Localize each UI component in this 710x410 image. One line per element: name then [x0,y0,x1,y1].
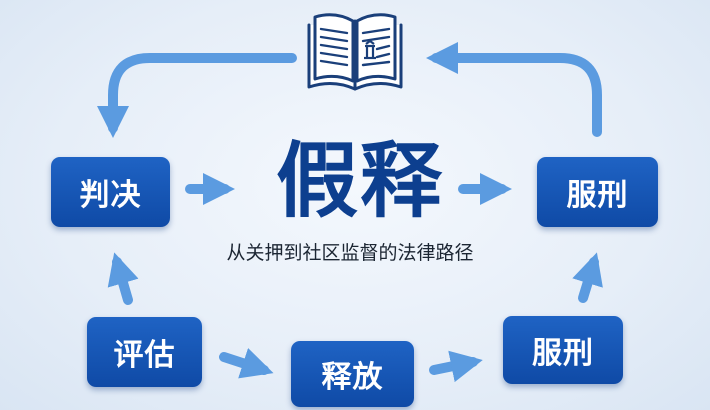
diagram-title: 假释 [275,134,444,229]
arrow-assessment-to-judgment [107,252,139,305]
node-sentence-bottom: 服刑 [503,316,623,384]
arrow-assessment-to-release [219,347,274,379]
arrow-book-to-judgment [97,53,297,138]
arrow-sentence-to-book [426,42,602,137]
node-judgment: 判决 [51,157,170,227]
node-sentence-right: 服刑 [537,157,658,227]
node-release: 释放 [291,341,414,407]
diagram-subtitle: 从关押到社区监督的法律路径 [226,242,474,264]
node-assessment: 评估 [87,317,202,387]
arrow-release-to-sentence [429,350,483,383]
open-law-book-icon [307,13,403,91]
arrow-sentence-bottom-to-sentence-right [572,252,603,303]
